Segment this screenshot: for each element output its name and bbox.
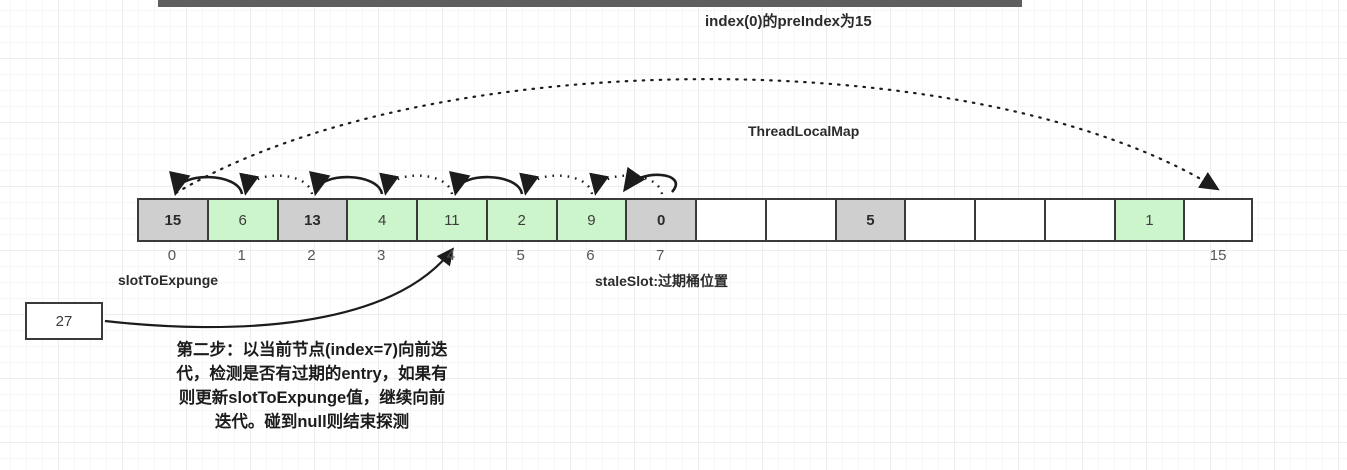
array-cell-1: 6	[206, 198, 277, 242]
preindex-title-label: index(0)的preIndex为15	[705, 13, 872, 30]
array-cell-2: 13	[276, 198, 347, 242]
step-description-line-0: 第二步：以当前节点(index=7)向前迭	[176, 341, 448, 359]
clipped-toolbar-bar	[158, 0, 1022, 7]
array-index-label-0: 0	[167, 247, 177, 264]
slot-to-expunge-label: slotToExpunge	[118, 272, 219, 288]
value-box-27: 27	[25, 302, 103, 340]
array-cell-5: 2	[485, 198, 556, 242]
array-index-label-7: 7	[655, 247, 665, 264]
array-cell-6: 9	[555, 198, 626, 242]
array-cell-10: 5	[834, 198, 905, 242]
array-cell-0: 15	[137, 198, 207, 242]
step-description-line-3: 迭代。碰到null则结束探测	[214, 412, 410, 431]
array-index-label-15: 15	[1209, 247, 1227, 264]
array-cell-15	[1183, 198, 1253, 242]
array-cell-7: 0	[625, 198, 695, 242]
array-cell-4: 11	[416, 198, 486, 242]
step-description: 第二步：以当前节点(index=7)向前迭代，检测是否有过期的entry，如果有…	[112, 339, 512, 435]
array-index-label-2: 2	[307, 247, 316, 264]
array-index-label-5: 5	[516, 247, 525, 264]
stale-slot-label: staleSlot:过期桶位置	[595, 273, 729, 289]
array-cell-12	[974, 198, 1044, 242]
array-cell-13	[1043, 198, 1114, 242]
array-index-label-4: 4	[446, 247, 456, 264]
step-description-line-2: 则更新slotToExpunge值，继续向前	[178, 388, 446, 407]
array-index-label-1: 1	[237, 247, 246, 264]
array-index-label-3: 3	[376, 247, 386, 264]
array-cell-9	[764, 198, 835, 242]
array-cell-11	[904, 198, 974, 242]
array-index-label-6: 6	[586, 247, 595, 264]
array-cell-3: 4	[346, 198, 416, 242]
array-cell-8	[695, 198, 765, 242]
array-cell-14: 1	[1113, 198, 1184, 242]
step-description-line-1: 代，检测是否有过期的entry，如果有	[176, 364, 448, 383]
threadlocalmap-label: ThreadLocalMap	[748, 123, 860, 139]
